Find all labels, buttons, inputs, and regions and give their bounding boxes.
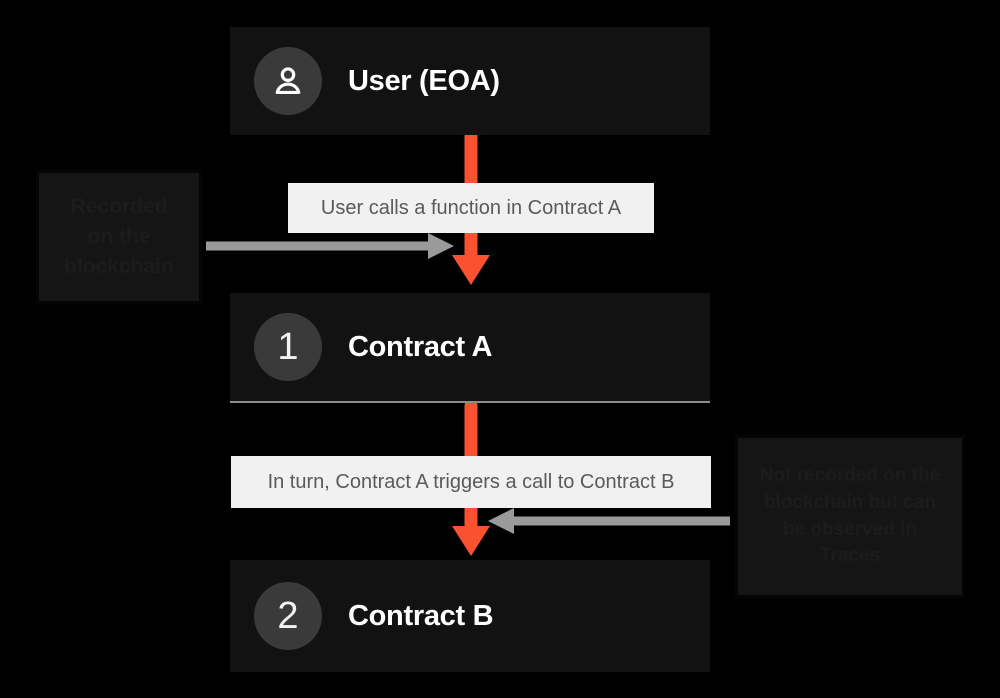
node-contract-a-label: Contract A	[348, 330, 493, 363]
annotation-left-line-3: blockchain	[64, 254, 174, 278]
annotation-right-line-3: be observed in	[782, 518, 918, 540]
node-contract-b-label: Contract B	[348, 599, 494, 632]
step-number-badge-2: 2	[254, 582, 322, 650]
user-avatar-badge	[254, 47, 322, 115]
step-label-1: User calls a function in Contract A	[288, 183, 654, 233]
annotation-not-recorded-traces: Not recorded on the blockchain but can b…	[735, 435, 965, 598]
node-user: User (EOA)	[230, 27, 710, 135]
step-label-2: In turn, Contract A triggers a call to C…	[231, 456, 711, 508]
step-number-1: 1	[277, 326, 299, 368]
person-icon	[269, 62, 307, 100]
annotation-right-line-2: blockchain but can	[763, 491, 937, 513]
annotation-left-line-2: on the	[87, 225, 151, 249]
annotation-left-line-1: Recorded	[70, 195, 168, 219]
step-number-badge-1: 1	[254, 313, 322, 381]
node-user-label: User (EOA)	[348, 64, 500, 97]
annotation-recorded-on-blockchain: Recorded on the blockchain	[36, 170, 202, 304]
step-number-2: 2	[277, 595, 299, 637]
node-contract-a: 1 Contract A	[230, 293, 710, 403]
annotation-right-line-1: Not recorded on the	[759, 464, 941, 486]
annotation-right-line-4: Traces	[819, 545, 881, 567]
node-contract-b: 2 Contract B	[230, 560, 710, 672]
